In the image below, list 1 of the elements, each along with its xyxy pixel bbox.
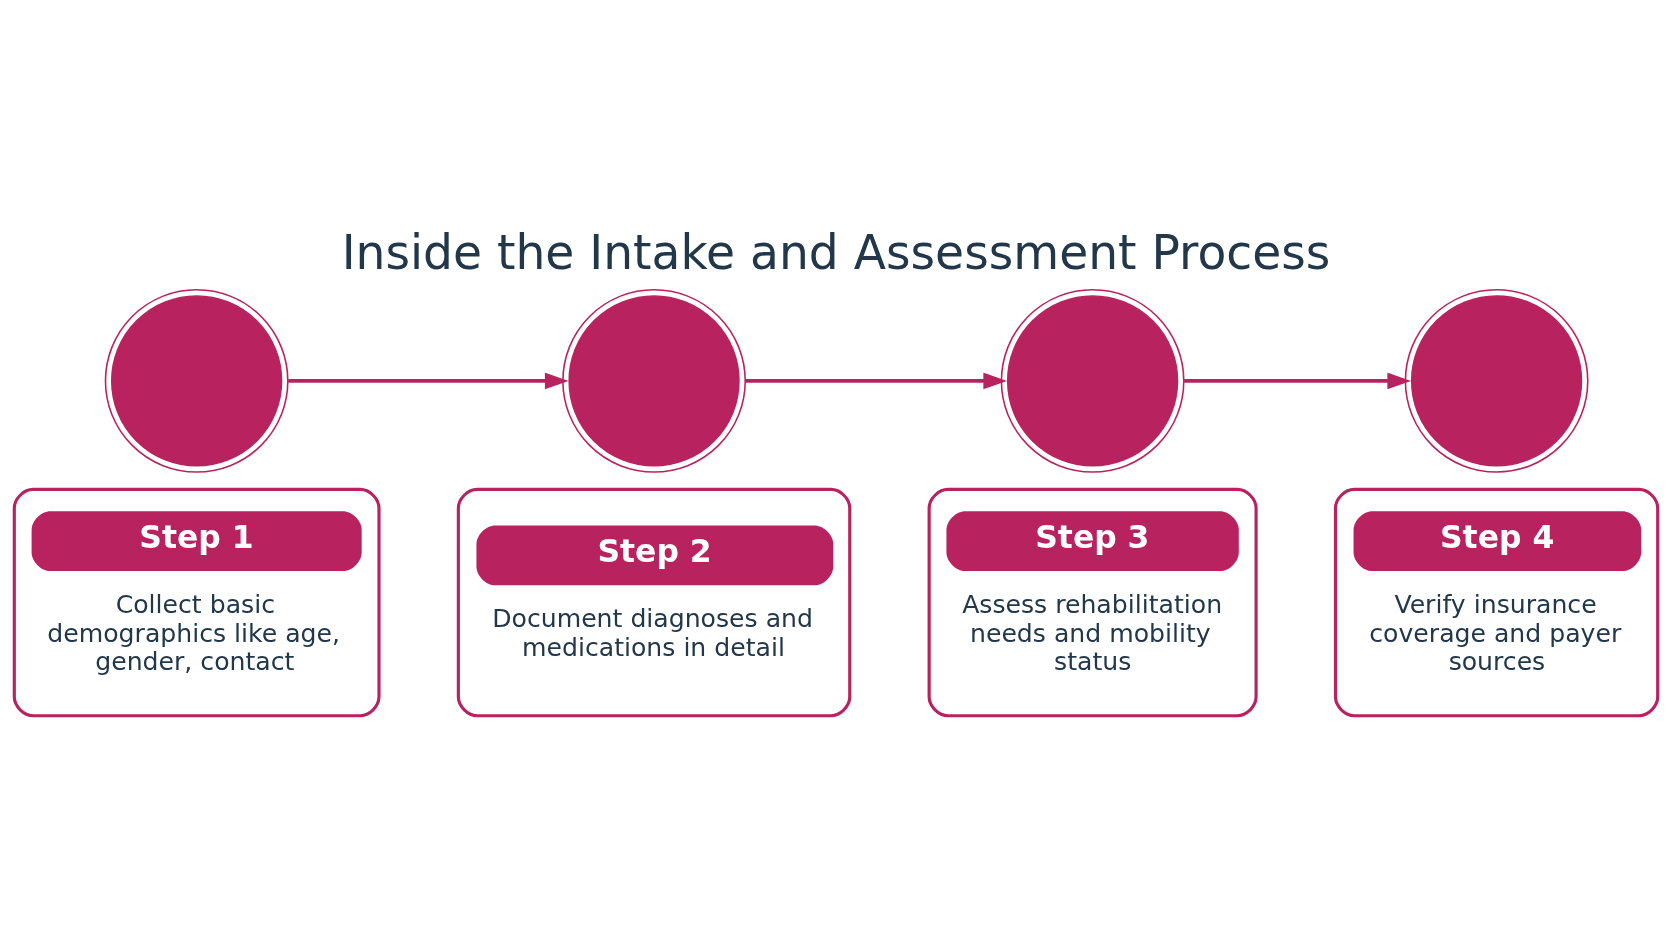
diagram-title: Inside the Intake and Assessment Process xyxy=(341,225,1331,281)
